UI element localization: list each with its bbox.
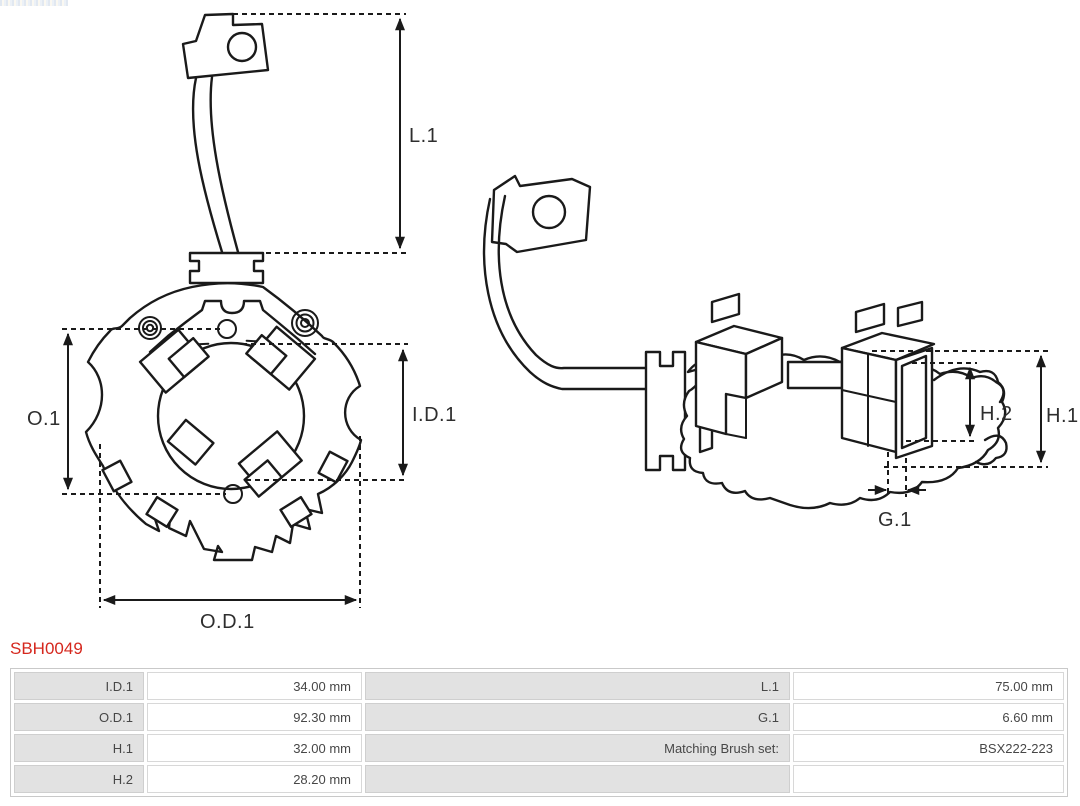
side-brush-box-middle <box>694 292 784 439</box>
side-lead-wire <box>482 194 648 391</box>
bracket-bar <box>644 350 687 472</box>
dim-label-od1: O.D.1 <box>200 611 255 633</box>
rim-tab-southeast <box>279 495 313 529</box>
dim-label-l1: L.1 <box>409 125 438 147</box>
inner-bore-circle <box>156 341 306 491</box>
lead-wire <box>191 75 240 254</box>
brush-window-frame-inner <box>900 354 928 450</box>
spec-label: I.D.1 <box>14 672 144 700</box>
spec-value: 6.60 mm <box>793 703 1064 731</box>
dim-label-id1: I.D.1 <box>412 404 457 426</box>
connector-bar <box>786 360 844 390</box>
spec-table: I.D.1 34.00 mm L.1 75.00 mm O.D.1 92.30 … <box>10 668 1068 797</box>
spec-label <box>365 765 790 793</box>
brush-holder-plate <box>84 282 363 562</box>
brush-box-se <box>237 430 303 498</box>
dim-id1: I.D.1 <box>242 343 457 481</box>
dim-h2: H.2 <box>906 362 1013 442</box>
dim-l1: L.1 <box>233 13 438 254</box>
spec-value: 32.00 mm <box>147 734 362 762</box>
spec-label: G.1 <box>365 703 790 731</box>
dim-label-h2: H.2 <box>980 403 1013 425</box>
side-brush-box-right <box>840 300 936 460</box>
rim-tab-southwest <box>145 495 179 529</box>
terminal-lug <box>181 12 270 80</box>
plate-hook-detail <box>932 367 1008 466</box>
brush-box-nw <box>138 328 210 394</box>
spec-label: L.1 <box>365 672 790 700</box>
spec-value: 75.00 mm <box>793 672 1064 700</box>
side-view-diagram: H.1 H.2 G.1 <box>482 174 1079 531</box>
terminal-block <box>188 251 265 285</box>
brush-box-ne <box>245 325 317 391</box>
spec-label: H.2 <box>14 765 144 793</box>
spec-value <box>793 765 1064 793</box>
spec-value: 92.30 mm <box>147 703 362 731</box>
spec-value: 28.20 mm <box>147 765 362 793</box>
spec-label: O.D.1 <box>14 703 144 731</box>
brush-box-sw <box>166 418 215 466</box>
dim-o1: O.1 <box>27 328 226 495</box>
rivet-eyelet-right <box>291 309 319 337</box>
rim-tab-west <box>101 459 133 493</box>
top-collar <box>148 299 317 356</box>
dim-label-h1: H.1 <box>1046 405 1079 427</box>
dim-g1: G.1 <box>868 452 926 531</box>
rim-tab-east <box>317 450 349 484</box>
dim-h1: H.1 <box>872 350 1079 468</box>
side-terminal-lug <box>490 174 592 254</box>
spec-label: Matching Brush set: <box>365 734 790 762</box>
dim-label-g1: G.1 <box>878 509 912 531</box>
spec-label: H.1 <box>14 734 144 762</box>
corner-artifact <box>0 0 68 6</box>
dim-label-o1: O.1 <box>27 408 61 430</box>
spec-value: 34.00 mm <box>147 672 362 700</box>
technical-diagram: L.1 O.1 I.D.1 O.D.1 <box>27 12 1079 633</box>
front-view-diagram: L.1 O.1 I.D.1 O.D.1 <box>27 12 457 633</box>
dim-od1: O.D.1 <box>99 436 361 633</box>
spec-value: BSX222-223 <box>793 734 1064 762</box>
part-code: SBH0049 <box>10 639 83 658</box>
